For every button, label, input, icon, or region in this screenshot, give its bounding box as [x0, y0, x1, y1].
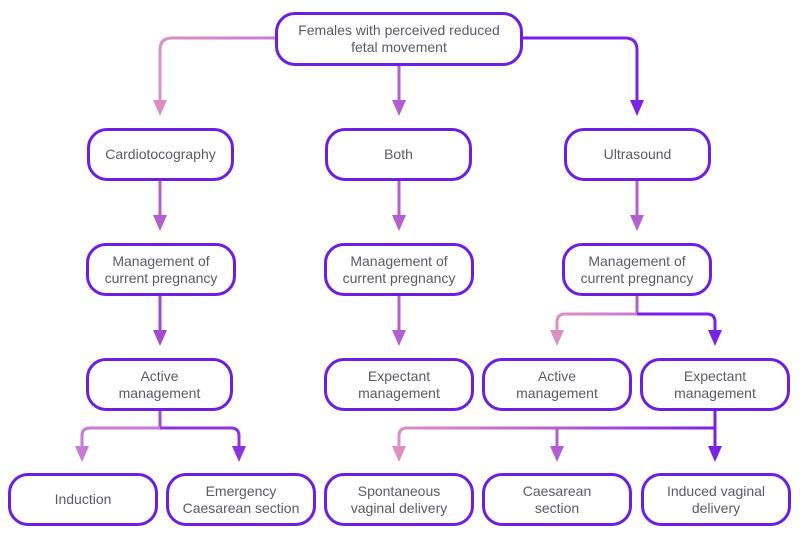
node-management-ctg: Management of current pregnancy — [86, 243, 236, 296]
node-both-label: Both — [384, 146, 413, 162]
edge-management-us-expectant — [637, 312, 717, 330]
node-induction: Induction — [8, 473, 158, 526]
node-spontaneous-vaginal-label: Spontaneous vaginal delivery — [350, 482, 448, 516]
node-cardiotocography: Cardiotocography — [87, 128, 234, 181]
edge-management-us-active — [555, 312, 637, 330]
edge-active-emergency-arrowhead — [232, 446, 246, 462]
node-cardiotocography-label: Cardiotocography — [105, 146, 216, 162]
node-expectant-us: Expectant management — [640, 358, 790, 411]
edge-management-us-active-arrowhead — [550, 330, 564, 346]
node-emergency-caesarean: Emergency Caesarean section — [166, 473, 316, 526]
edge-expectant-ivd-arrowhead — [708, 446, 722, 462]
node-management-us-label: Management of current pregnancy — [580, 252, 694, 286]
node-active-us: Active management — [482, 358, 632, 411]
node-root-label: Females with perceived reduced fetal mov… — [298, 22, 500, 55]
node-management-ctg-label: Management of current pregnancy — [104, 252, 218, 286]
node-expectant-both-label: Expectant management — [358, 367, 440, 401]
edge-root-both-arrowhead — [392, 100, 406, 116]
node-spontaneous-vaginal: Spontaneous vaginal delivery — [324, 473, 474, 526]
node-expectant-both: Expectant management — [324, 358, 474, 411]
node-caesarean-section-label: Caesarean section — [522, 482, 592, 516]
node-management-both-label: Management of current pregnancy — [342, 252, 456, 286]
edge-root-ctg — [158, 36, 277, 100]
edge-active-induction-arrowhead — [75, 446, 89, 462]
node-ultrasound: Ultrasound — [564, 128, 711, 181]
edge-us-management-arrowhead — [630, 215, 644, 231]
node-management-both: Management of current pregnancy — [324, 243, 474, 296]
edge-management-ctg-active-arrowhead — [153, 330, 167, 346]
node-induced-vaginal-label: Induced vaginal delivery — [666, 482, 766, 516]
node-caesarean-section: Caesarean section — [482, 473, 632, 526]
node-expectant-us-label: Expectant management — [674, 367, 756, 401]
node-management-us: Management of current pregnancy — [562, 243, 712, 296]
edge-management-both-expectant-arrowhead — [392, 330, 406, 346]
node-active-us-label: Active management — [516, 367, 598, 401]
node-induced-vaginal: Induced vaginal delivery — [641, 473, 791, 526]
node-active-ctg: Active management — [86, 358, 233, 411]
edge-root-ctg-arrowhead — [153, 100, 167, 116]
edge-both-management-arrowhead — [392, 215, 406, 231]
node-both: Both — [325, 128, 472, 181]
edge-expectant-svd — [397, 426, 715, 446]
edge-root-us-arrowhead — [630, 100, 644, 116]
node-active-ctg-label: Active management — [118, 367, 201, 401]
edge-ctg-management-arrowhead — [153, 215, 167, 231]
edge-expectant-svd-arrowhead — [392, 446, 406, 462]
node-root: Females with perceived reduced fetal mov… — [275, 12, 523, 66]
node-induction-label: Induction — [54, 491, 112, 507]
edge-expectant-cs-arrowhead — [550, 446, 564, 462]
edge-active-emergency — [160, 426, 241, 446]
edge-active-induction — [80, 426, 160, 446]
node-emergency-caesarean-label: Emergency Caesarean section — [182, 482, 300, 516]
edge-management-us-expectant-arrowhead — [708, 330, 722, 346]
node-ultrasound-label: Ultrasound — [603, 146, 672, 162]
edge-root-us — [521, 36, 639, 100]
